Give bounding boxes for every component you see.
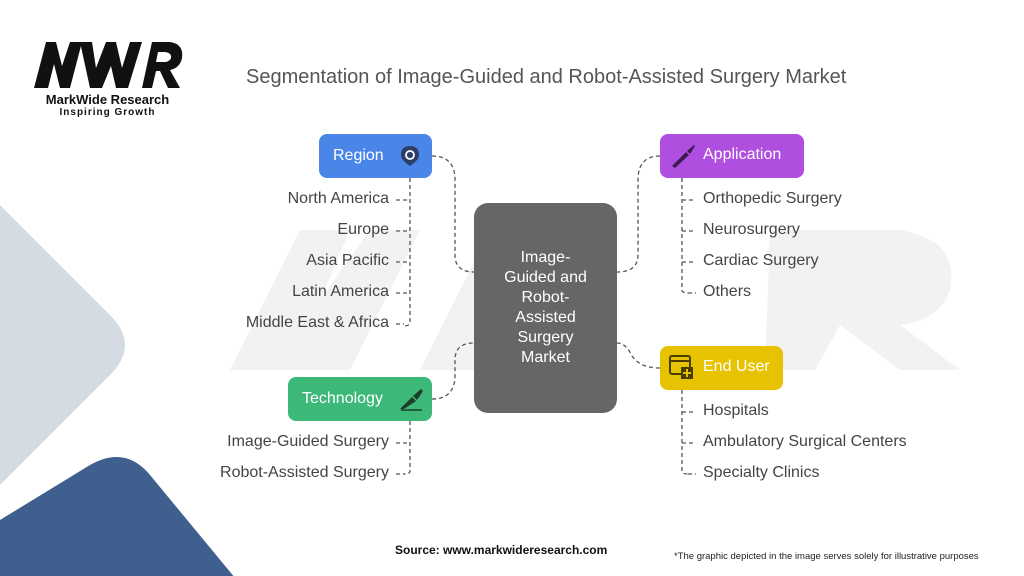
brand-tagline: Inspiring Growth bbox=[59, 107, 156, 118]
brand-name: MarkWide Research bbox=[45, 92, 170, 107]
end-user-label: End User bbox=[703, 358, 770, 375]
technology-badge: Technology bbox=[288, 377, 432, 421]
technology-item-robot-assisted: Robot-Assisted Surgery bbox=[220, 464, 389, 481]
scalpel-icon bbox=[672, 145, 695, 168]
brand-logo: MarkWide Research Inspiring Growth bbox=[30, 38, 190, 122]
technology-label: Technology bbox=[302, 390, 383, 407]
end-user-item-hospitals: Hospitals bbox=[703, 402, 769, 419]
hospital-window-icon bbox=[669, 355, 693, 379]
end-user-item-ambulatory: Ambulatory Surgical Centers bbox=[703, 433, 907, 450]
gear-pin-icon bbox=[401, 146, 419, 166]
center-label: Image-Guided and Robot-Assisted Surgery … bbox=[504, 249, 587, 366]
application-item-others: Others bbox=[703, 283, 752, 300]
application-item-orthopedic: Orthopedic Surgery bbox=[703, 190, 842, 207]
application-badge: Application bbox=[660, 134, 804, 178]
region-item-asia-pacific: Asia Pacific bbox=[306, 252, 389, 269]
scalpel-icon bbox=[400, 389, 423, 411]
application-label: Application bbox=[703, 146, 782, 163]
region-item-latin-america: Latin America bbox=[292, 283, 389, 300]
region-item-north-america: North America bbox=[287, 190, 389, 207]
source-text: Source: www.markwideresearch.com bbox=[395, 543, 608, 557]
application-item-cardiac: Cardiac Surgery bbox=[703, 252, 819, 269]
page-title: Segmentation of Image-Guided and Robot-A… bbox=[246, 66, 847, 88]
end-user-item-specialty: Specialty Clinics bbox=[703, 464, 820, 481]
region-item-europe: Europe bbox=[337, 221, 389, 238]
region-badge: Region bbox=[319, 134, 432, 178]
application-item-neurosurgery: Neurosurgery bbox=[703, 221, 800, 238]
end-user-badge: End User bbox=[660, 346, 783, 390]
center-node: Image-Guided and Robot-Assisted Surgery … bbox=[474, 203, 617, 413]
region-item-middle-east-africa: Middle East & Africa bbox=[245, 314, 389, 331]
technology-item-image-guided: Image-Guided Surgery bbox=[227, 433, 389, 450]
logo-mark bbox=[34, 42, 183, 88]
region-label: Region bbox=[333, 147, 384, 164]
disclaimer-note: *The graphic depicted in the image serve… bbox=[674, 551, 979, 562]
